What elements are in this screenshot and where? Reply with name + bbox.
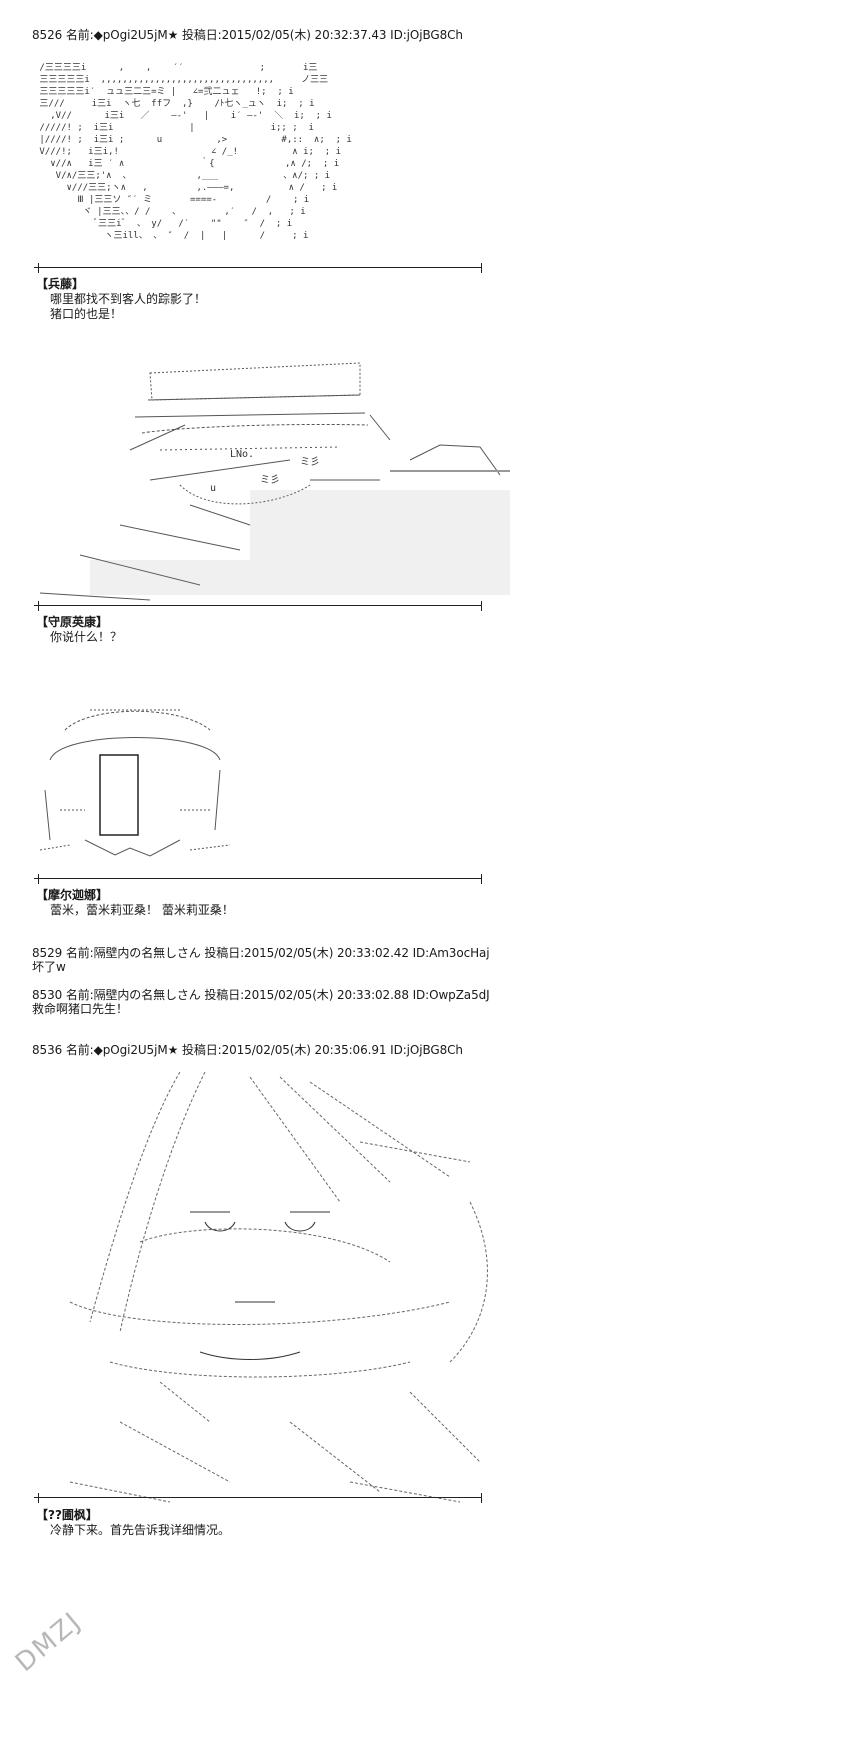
speaker-name: 【守原英康】 bbox=[36, 615, 109, 629]
dialogue-line: 哪里都找不到客人的踪影了！ bbox=[50, 292, 207, 306]
divider bbox=[34, 263, 482, 273]
dialogue-line: 冷静下来。首先告诉我详细情况。 bbox=[50, 1523, 231, 1537]
ascii-art-face: /三三三三i , , ′′ ; i三 三三三三三i ,,,,,,,,,,,,,,… bbox=[39, 63, 352, 241]
divider bbox=[34, 601, 482, 611]
face-mark: u bbox=[210, 483, 216, 494]
ascii-art-officer: LNo. u ミ彡 ミ彡 bbox=[39, 362, 510, 601]
ascii-art-calm-girl bbox=[69, 1071, 488, 1503]
dialogue-line: 你说什么！？ bbox=[50, 630, 123, 644]
speaker-name: 【摩尔迦娜】 bbox=[36, 888, 109, 902]
speaker-name: 【兵藤】 bbox=[36, 277, 85, 291]
post-header-8529: 8529 名前:隔壁内の名無しさん 投稿日:2015/02/05(木) 20:3… bbox=[32, 946, 490, 960]
caption-final: 【??圃枫】 冷静下来。首先告诉我详细情况。 bbox=[36, 1508, 230, 1538]
divider bbox=[34, 1493, 482, 1503]
uniform-tag: LNo. bbox=[230, 449, 254, 460]
site-watermark: DMZJ bbox=[10, 1606, 88, 1678]
post-body-8529: 坏了w bbox=[32, 960, 66, 974]
post-header-8536: 8536 名前:◆pOgi2U5jM★ 投稿日:2015/02/05(木) 20… bbox=[32, 1043, 463, 1057]
dialogue-line: 猪口的也是！ bbox=[50, 307, 123, 321]
post-header-8526: 8526 名前:◆pOgi2U5jM★ 投稿日:2015/02/05(木) 20… bbox=[32, 28, 463, 42]
post-header-8530: 8530 名前:隔壁内の名無しさん 投稿日:2015/02/05(木) 20:3… bbox=[32, 988, 490, 1002]
caption-morgiana: 【摩尔迦娜】 蕾米，蕾米莉亚桑！ 蕾米莉亚桑！ bbox=[36, 888, 234, 918]
divider bbox=[34, 874, 482, 884]
caption-hyodo: 【兵藤】 哪里都找不到客人的踪影了！ 猪口的也是！ bbox=[36, 277, 206, 322]
caption-morihara: 【守原英康】 你说什么！？ bbox=[36, 615, 122, 645]
hair-glyphs: ミ彡 bbox=[260, 475, 280, 486]
ascii-art-shocked-girl bbox=[39, 709, 231, 857]
speaker-name: 【??圃枫】 bbox=[36, 1508, 98, 1522]
post-body-8530: 救命啊猪口先生！ bbox=[32, 1002, 129, 1016]
dialogue-line: 蕾米，蕾米莉亚桑！ 蕾米莉亚桑！ bbox=[50, 903, 234, 917]
hair-glyphs: ミ彡 bbox=[300, 457, 320, 468]
